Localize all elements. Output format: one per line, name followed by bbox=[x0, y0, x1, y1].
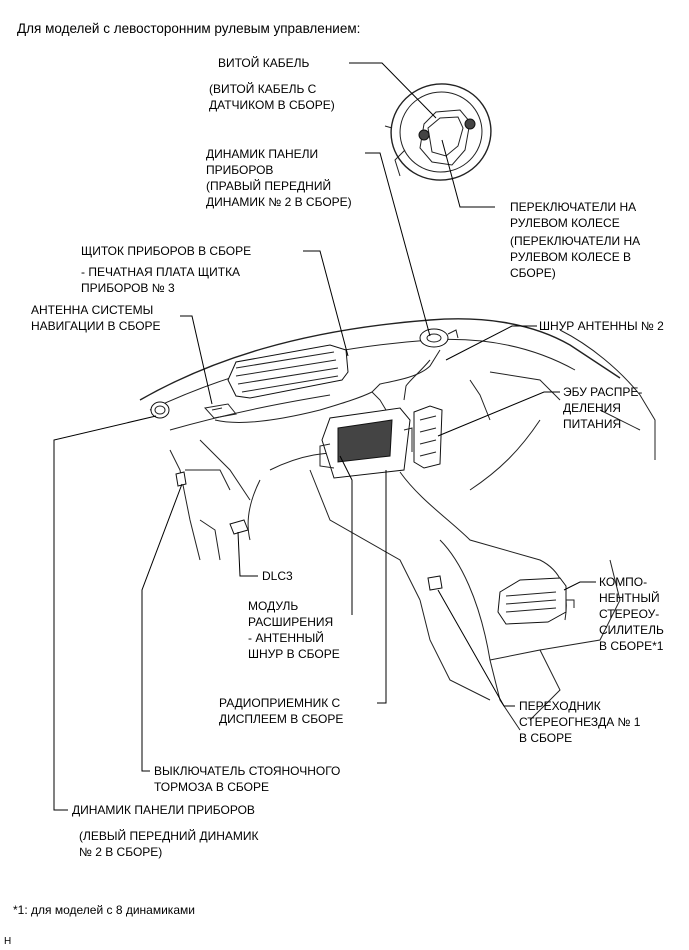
label-nav-antenna: АНТЕННА СИСТЕМЫ НАВИГАЦИИ В СБОРЕ bbox=[31, 303, 161, 333]
label-expansion-module: МОДУЛЬ РАСШИРЕНИЯ - АНТЕННЫЙ ШНУР В СБОР… bbox=[248, 599, 340, 661]
label-stereo-amp: КОМПО- НЕНТНЫЙ СТЕРЕОУ- СИЛИТЕЛЬ В СБОРЕ… bbox=[599, 575, 664, 653]
page-title: Для моделей с левосторонним рулевым упра… bbox=[17, 21, 361, 36]
ip-speaker-right bbox=[419, 328, 459, 348]
label-steering-switches: ПЕРЕКЛЮЧАТЕЛИ НА РУЛЕВОМ КОЛЕСЕ bbox=[510, 200, 637, 230]
parking-brake-switch bbox=[175, 471, 187, 487]
steering-wheel bbox=[384, 83, 492, 181]
leader-lines bbox=[53, 62, 596, 811]
label-ip-speaker-left-sub: (ЛЕВЫЙ ПЕРЕДНИЙ ДИНАМИК № 2 В СБОРЕ) bbox=[79, 829, 259, 859]
stereo-amplifier bbox=[497, 577, 575, 625]
antenna-cord-2 bbox=[403, 359, 431, 401]
label-ip-speaker-left: ДИНАМИК ПАНЕЛИ ПРИБОРОВ bbox=[72, 803, 255, 817]
nav-antenna bbox=[150, 401, 170, 419]
label-combination-meter: ЩИТОК ПРИБОРОВ В СБОРЕ bbox=[81, 244, 252, 258]
antenna-cord bbox=[371, 349, 441, 411]
label-ip-speaker-right-sub: (ПРАВЫЙ ПЕРЕДНИЙ ДИНАМИК № 2 В СБОРЕ) bbox=[206, 179, 352, 209]
power-distribution-ecu bbox=[413, 405, 443, 469]
radio-display bbox=[319, 407, 413, 479]
label-steering-switches-sub: (ПЕРЕКЛЮЧАТЕЛИ НА РУЛЕВОМ КОЛЕСЕ В СБОРЕ… bbox=[510, 234, 641, 280]
label-radio-receiver: РАДИОПРИЕМНИК С ДИСПЛЕЕМ В СБОРЕ bbox=[219, 696, 344, 726]
label-combination-meter-sub: - ПЕЧАТНАЯ ПЛАТА ЩИТКА ПРИБОРОВ № 3 bbox=[81, 265, 241, 295]
label-dlc3: DLC3 bbox=[262, 569, 293, 583]
stereo-jack bbox=[427, 575, 443, 591]
label-stereo-jack: ПЕРЕХОДНИК СТЕРЕОГНЕЗДА № 1 В СБОРЕ bbox=[519, 699, 641, 745]
dlc3-connector bbox=[229, 519, 249, 535]
label-parking-brake: ВЫКЛЮЧАТЕЛЬ СТОЯНОЧНОГО ТОРМОЗА В СБОРЕ bbox=[154, 764, 341, 794]
meter-cable bbox=[214, 391, 373, 423]
combination-meter bbox=[204, 344, 349, 419]
label-power-ecu: ЭБУ РАСПРЕ- ДЕЛЕНИЯ ПИТАНИЯ bbox=[563, 385, 643, 431]
label-spiral-cable-sub: (ВИТОЙ КАБЕЛЬ С ДАТЧИКОМ В СБОРЕ) bbox=[209, 82, 335, 112]
footnote: *1: для моделей с 8 динамиками bbox=[13, 903, 195, 917]
corner-mark: H bbox=[4, 936, 12, 947]
label-antenna-cord: ШНУР АНТЕННЫ № 2 bbox=[539, 319, 664, 333]
label-spiral-cable: ВИТОЙ КАБЕЛЬ bbox=[218, 56, 310, 70]
label-ip-speaker-right: ДИНАМИК ПАНЕЛИ ПРИБОРОВ bbox=[206, 147, 319, 177]
